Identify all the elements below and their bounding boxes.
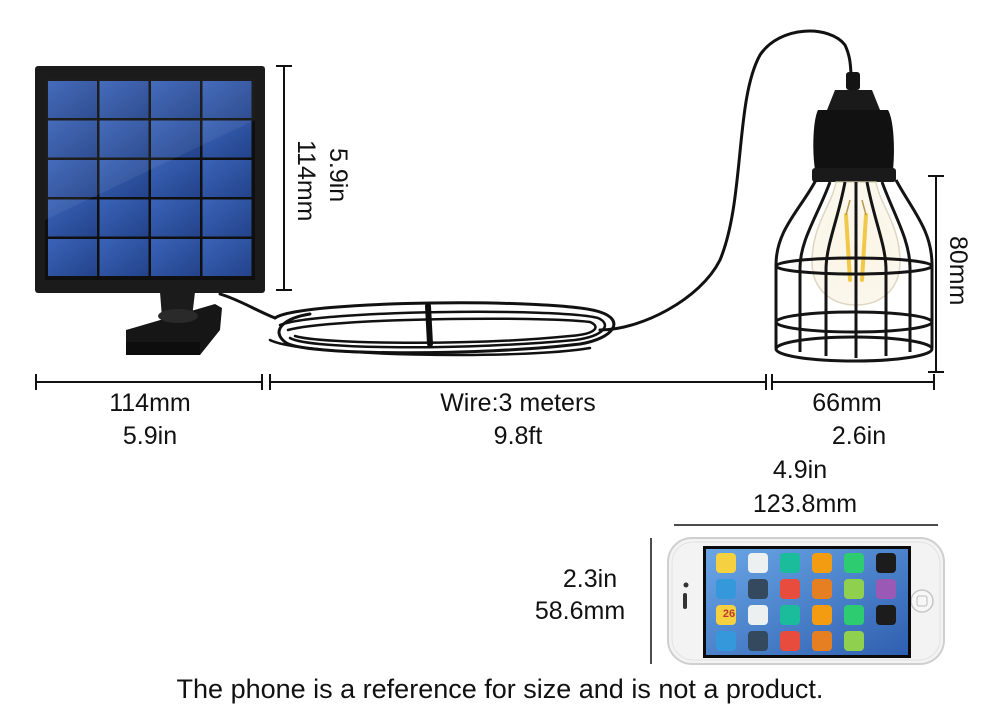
app-icon [844, 553, 864, 573]
app-icon [812, 605, 832, 625]
app-icon [716, 631, 736, 651]
solar-cell [202, 81, 252, 118]
app-icon [812, 579, 832, 599]
phone-height-in-label: 2.3in [562, 565, 618, 593]
app-icon [844, 605, 864, 625]
app-icon [876, 579, 896, 599]
app-icon [844, 579, 864, 599]
app-icon [812, 631, 832, 651]
panel-height-mm-label: 114mm [292, 140, 320, 222]
app-icon [780, 605, 800, 625]
app-icon [748, 631, 768, 651]
app-icon [716, 605, 736, 625]
solar-cell [48, 160, 97, 197]
solar-cell [99, 160, 149, 197]
lamp-height-mm-label: 80mm [944, 236, 972, 306]
app-icon [748, 605, 768, 625]
pendant-lamp-icon [774, 72, 934, 363]
panel-width-mm-label: 114mm [109, 389, 191, 417]
solar-cell [48, 120, 97, 158]
calendar-date: 26 [723, 608, 735, 620]
app-icon [876, 553, 896, 573]
panel-height-in-label: 5.9in [324, 148, 352, 203]
dimension-lines [35, 65, 944, 664]
app-icon [780, 631, 800, 651]
wire-length-ft-label: 9.8ft [493, 422, 543, 450]
solar-cell [99, 81, 149, 118]
app-icon [876, 605, 896, 625]
wire-length-m-label: Wire:3 meters [440, 389, 596, 417]
solar-cell [48, 239, 97, 276]
app-icon [780, 579, 800, 599]
solar-cell [48, 81, 97, 118]
solar-cell [151, 199, 200, 237]
solar-cell [151, 239, 200, 276]
app-icon [748, 553, 768, 573]
solar-cell [48, 199, 97, 237]
solar-cell [99, 239, 149, 276]
solar-cell [151, 81, 200, 118]
solar-cell [202, 120, 252, 158]
wire-coil-icon [218, 29, 854, 357]
lamp-width-mm-label: 66mm [812, 389, 882, 417]
panel-width-in-label: 5.9in [122, 422, 178, 450]
app-icon [716, 553, 736, 573]
solar-cell [99, 199, 149, 237]
solar-cell [151, 120, 200, 158]
phone-icon: 26 [667, 537, 945, 665]
solar-cell [202, 199, 252, 237]
solar-cell [202, 160, 252, 197]
app-icon [780, 553, 800, 573]
solar-cell [202, 239, 252, 276]
disclaimer-caption: The phone is a reference for size and is… [176, 674, 824, 704]
lamp-width-in-label: 2.6in [831, 422, 887, 450]
app-icon [812, 553, 832, 573]
phone-height-mm-label: 58.6mm [534, 597, 626, 625]
app-icon [716, 579, 736, 599]
solar-cell [151, 160, 200, 197]
solar-panel-icon [35, 66, 265, 355]
phone-width-mm-label: 123.8mm [752, 490, 858, 518]
phone-width-in-label: 4.9in [772, 456, 828, 484]
app-icon [844, 631, 864, 651]
app-icon [748, 579, 768, 599]
solar-cell [99, 120, 149, 158]
